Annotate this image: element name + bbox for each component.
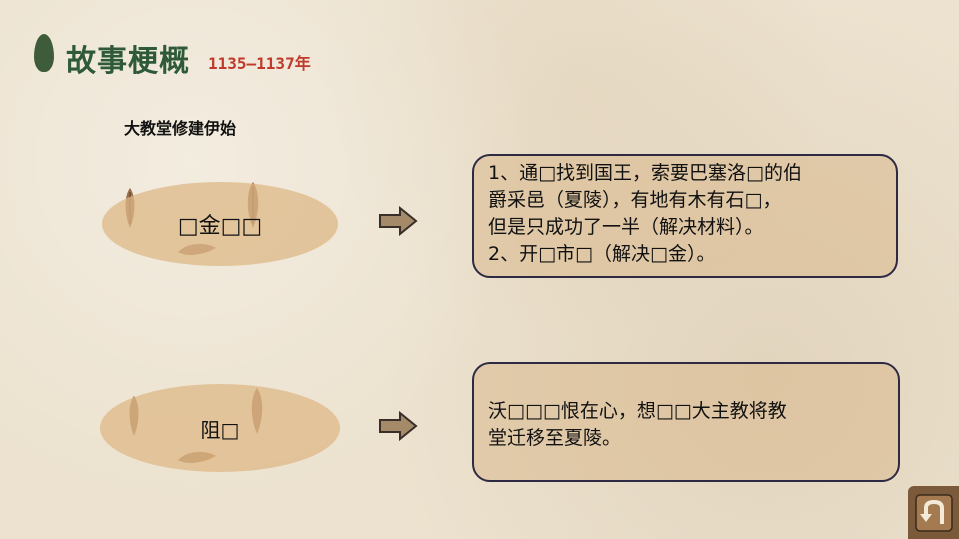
section-subtitle: 大教堂修建伊始 (124, 119, 237, 138)
right-arrow-icon (379, 206, 418, 236)
detail-line: 堂迁移至夏陵。 (488, 427, 622, 449)
detail-line: 1、通□找到国王，索要巴塞洛□的伯 (488, 162, 802, 184)
return-arrow-icon (914, 493, 953, 532)
year-range: 1135–1137年 (208, 54, 311, 73)
detail-line: 沃□□□恨在心，想□□大主教将教 (488, 400, 787, 422)
detail-line: 但是只成功了一半（解决材料）。 (488, 216, 764, 238)
detail-box-obstacle: 沃□□□恨在心，想□□大主教将教 堂迁移至夏陵。 (472, 362, 900, 482)
detail-box-funding: 1、通□找到国王，索要巴塞洛□的伯 爵采邑（夏陵），有地有木有石□， 但是只成功… (472, 154, 898, 278)
topic-ellipse-funding: □金□□ (102, 182, 338, 266)
right-arrow-icon (379, 411, 418, 441)
return-button[interactable] (908, 486, 959, 539)
topic-label: □金□□ (177, 214, 263, 239)
topic-ellipse-obstacle: 阻□ (100, 384, 340, 472)
topic-label: 阻□ (200, 417, 240, 442)
leaf-icon (34, 34, 54, 72)
detail-line: 爵采邑（夏陵），有地有木有石□， (488, 189, 782, 211)
detail-line: 2、开□市□（解决□金）。 (488, 243, 716, 265)
page-title: 故事梗概 (66, 44, 190, 79)
